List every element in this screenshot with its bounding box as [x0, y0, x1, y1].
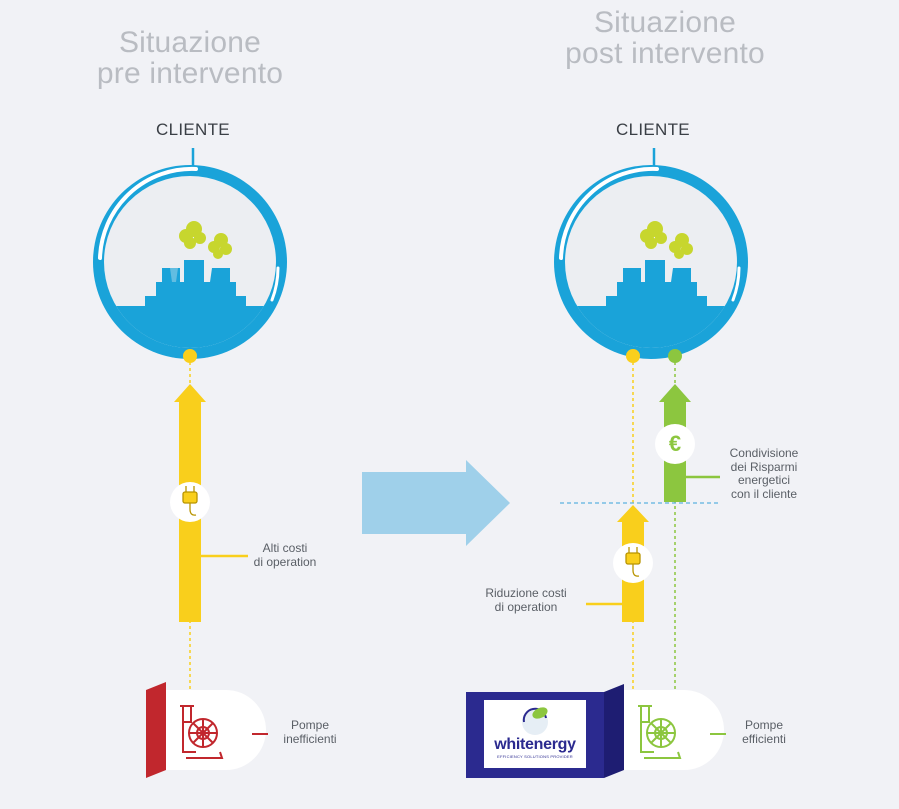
cost-label-high: Alti costi di operation — [235, 542, 335, 569]
sharing-label-line1: Condivisione — [712, 447, 816, 461]
client-globe-left — [93, 148, 287, 366]
sharing-label-line3: energetici — [712, 474, 816, 488]
connection-dot-yellow — [183, 349, 197, 363]
title-pre-line1: Situazione — [40, 27, 340, 58]
title-pre: Situazione pre intervento — [40, 27, 340, 89]
title-pre-line2: pre intervento — [40, 58, 340, 89]
euro-icon: € — [658, 430, 692, 458]
cost-label-high-line2: di operation — [235, 556, 335, 570]
sharing-label-line2: dei Risparmi — [712, 461, 816, 475]
whitenergy-brand-name: whitenergy — [484, 736, 586, 753]
pump-label-inefficient: Pompe inefficienti — [262, 719, 358, 746]
pump-label-efficient-line1: Pompe — [716, 719, 812, 733]
cost-label-reduced-line1: Riduzione costi — [466, 587, 586, 601]
pump-label-efficient: Pompe efficienti — [716, 719, 812, 746]
whitenergy-tagline: EFFICIENCY SOLUTIONS PROVIDER — [484, 754, 586, 759]
sharing-label-line4: con il cliente — [712, 488, 816, 502]
title-post-line1: Situazione — [510, 7, 820, 38]
flow-left — [170, 362, 248, 690]
pump-label-inefficient-line2: inefficienti — [262, 733, 358, 747]
cost-label-reduced: Riduzione costi di operation — [466, 587, 586, 614]
connection-dot-green — [668, 349, 682, 363]
client-label-left: CLIENTE — [133, 120, 253, 140]
pump-label-inefficient-line1: Pompe — [262, 719, 358, 733]
client-label-right: CLIENTE — [593, 120, 713, 140]
title-post: Situazione post intervento — [510, 7, 820, 69]
title-post-line2: post intervento — [510, 38, 820, 69]
transition-arrow — [362, 460, 510, 546]
pump-efficient — [466, 684, 726, 778]
connection-dot-yellow — [626, 349, 640, 363]
sharing-label: Condivisione dei Risparmi energetici con… — [712, 447, 816, 501]
cost-label-high-line1: Alti costi — [235, 542, 335, 556]
flow-right — [560, 362, 720, 690]
pump-label-efficient-line2: efficienti — [716, 733, 812, 747]
cost-label-reduced-line2: di operation — [466, 601, 586, 615]
client-globe-right — [554, 148, 748, 366]
pump-inefficient — [146, 682, 268, 778]
